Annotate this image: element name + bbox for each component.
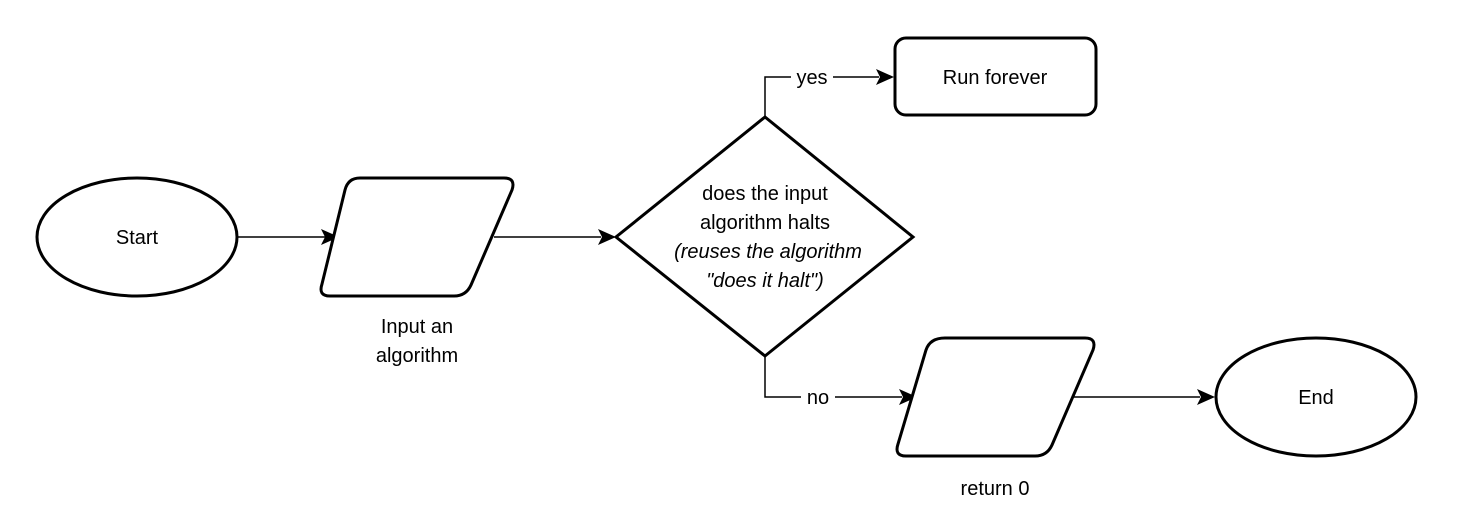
edge-start-to-input [237,229,339,245]
decision-label-line3: (reuses the algorithm [674,241,862,263]
decision-label-line4: "does it halt") [706,270,824,292]
edge-label-yes: yes [791,66,833,89]
edge-decision-yes [764,69,894,117]
edge-return-to-end [1073,389,1215,405]
run-forever-label: Run forever [943,67,1048,89]
return-node[interactable] [895,336,1096,458]
edge-decision-no [764,356,917,405]
edge-input-to-decision [494,229,616,245]
return-label: return 0 [961,478,1030,500]
input-label-line1: Input an [381,316,453,338]
start-node[interactable]: Start [35,176,239,298]
decision-label-line1: does the input [702,183,828,205]
decision-node[interactable]: does the input algorithm halts (reuses t… [613,115,916,358]
no-label: no [807,387,829,409]
input-node[interactable] [319,176,515,298]
end-label: End [1298,387,1334,409]
start-label: Start [116,227,159,249]
edge-label-no: no [801,386,835,409]
input-label-line2: algorithm [376,345,458,367]
decision-label-line2: algorithm halts [700,212,830,234]
run-forever-node[interactable]: Run forever [893,36,1098,117]
yes-label: yes [796,67,827,89]
end-node[interactable]: End [1214,336,1418,458]
